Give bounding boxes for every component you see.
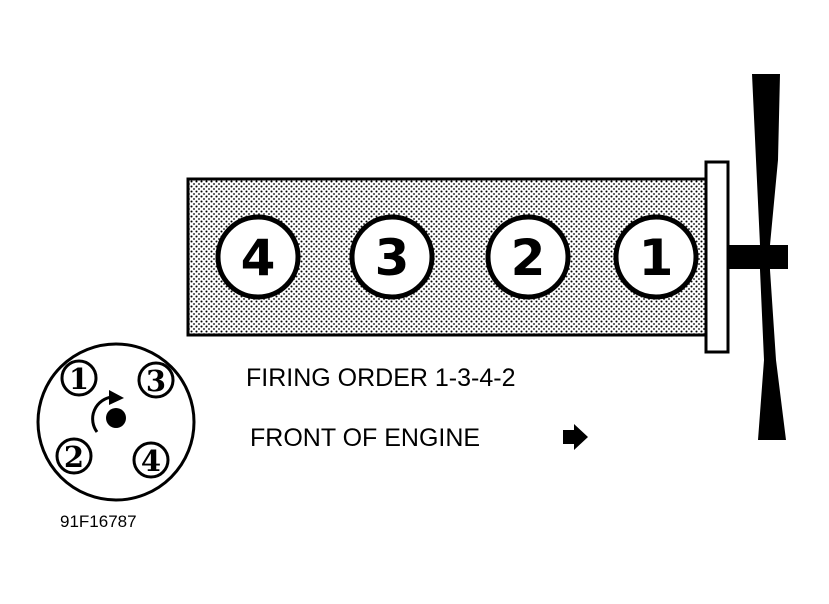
cap-terminal-3-number: 3 — [146, 364, 166, 398]
cylinder-2: 2 — [485, 214, 571, 300]
cylinder-1: 1 — [613, 214, 699, 300]
crank-pulley-plate — [704, 160, 730, 354]
cap-terminal-3: 3 — [137, 361, 175, 399]
front-of-engine-label: FRONT OF ENGINE — [250, 424, 480, 452]
cylinder-4-number: 4 — [241, 229, 276, 287]
cap-terminal-4: 4 — [132, 441, 170, 479]
cylinder-3: 3 — [349, 214, 435, 300]
cylinder-2-number: 2 — [511, 229, 546, 287]
right-arrow-icon — [563, 424, 588, 450]
cap-terminal-4-number: 4 — [141, 444, 161, 478]
cap-terminal-2: 2 — [55, 437, 93, 475]
fan-shaft — [728, 245, 788, 269]
rotation-arrow-icon — [91, 390, 124, 433]
cylinder-1-number: 1 — [639, 229, 674, 287]
distributor-cap: 1 3 2 4 — [36, 342, 196, 502]
cap-terminal-1: 1 — [60, 359, 98, 397]
cylinder-4: 4 — [215, 214, 301, 300]
cap-terminal-1-number: 1 — [69, 362, 89, 396]
firing-order-label: FIRING ORDER 1-3-4-2 — [246, 364, 515, 392]
figure-code: 91F16787 — [60, 512, 137, 531]
cap-terminal-2-number: 2 — [64, 440, 84, 474]
fan-blade — [752, 74, 786, 440]
rotor-center — [106, 408, 126, 428]
cylinder-3-number: 3 — [375, 229, 410, 287]
